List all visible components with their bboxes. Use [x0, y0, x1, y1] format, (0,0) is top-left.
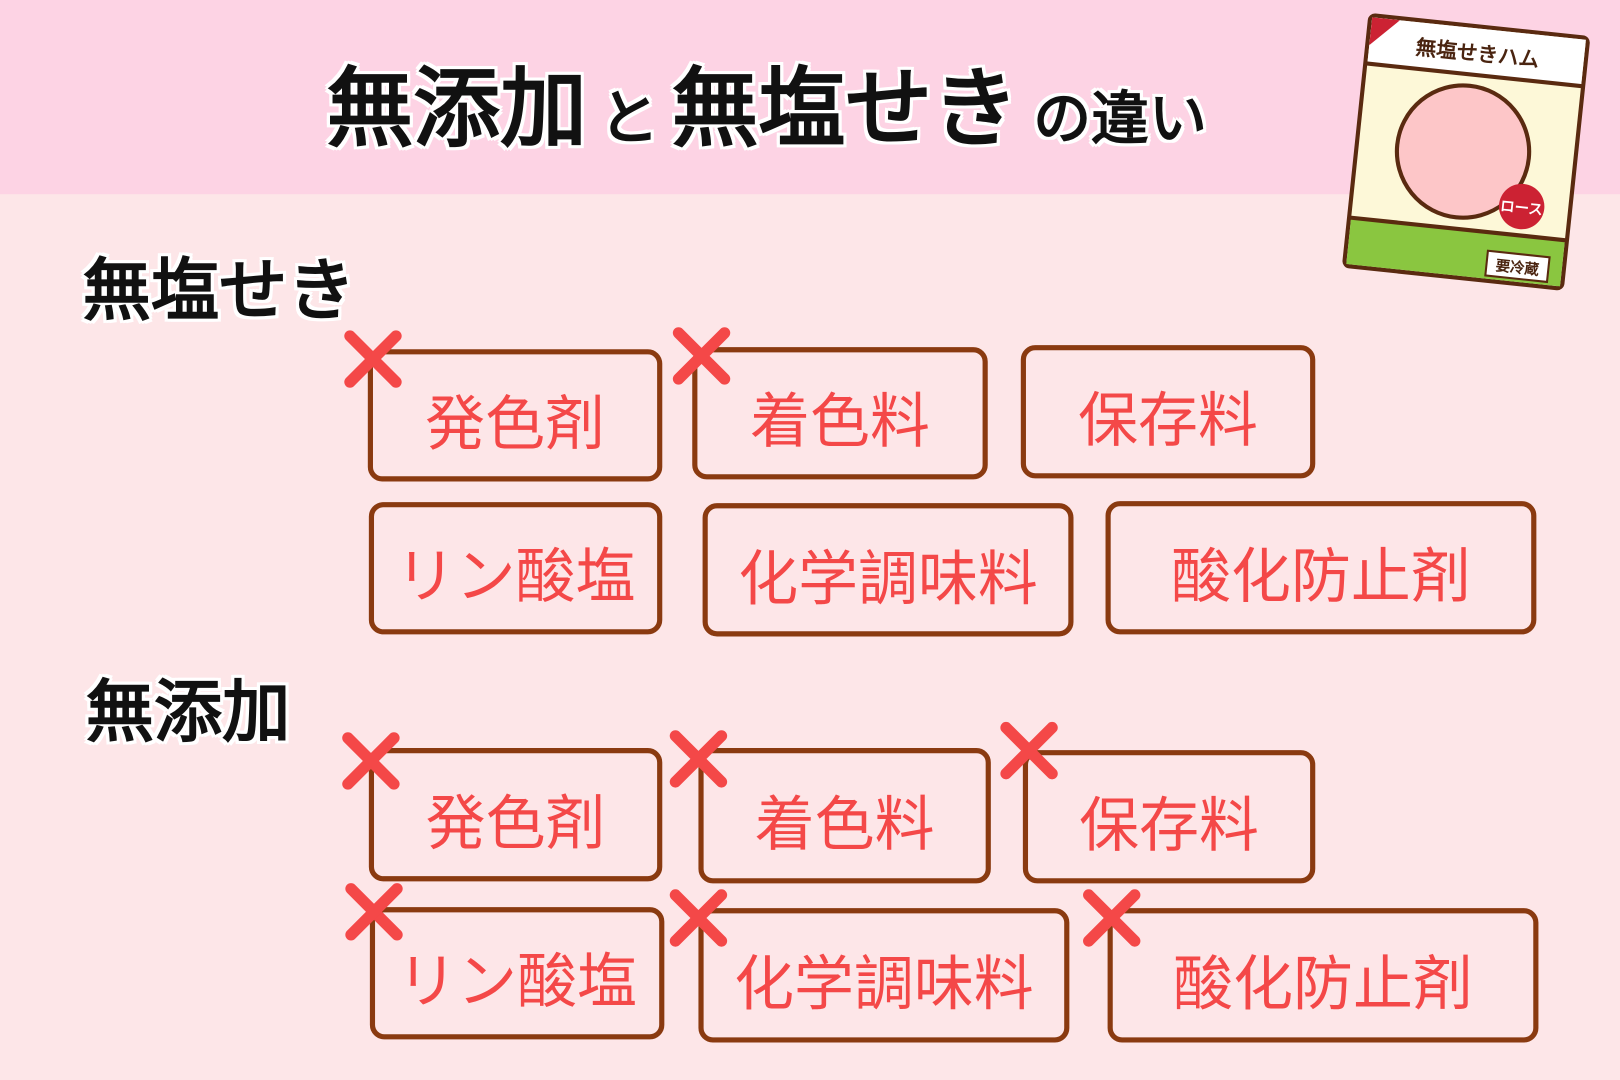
package-note: 要冷蔵	[1495, 256, 1541, 278]
item-box: 化学調味料	[698, 908, 1070, 1043]
item-box: 着色料	[692, 347, 988, 480]
ham-package-illustration: 無塩せきハム ロース 要冷蔵	[1342, 13, 1590, 291]
title-connector: と	[599, 82, 660, 153]
title-part2: 無塩せき	[671, 57, 1019, 160]
section-heading-mutenka: 無添加	[85, 672, 291, 753]
item-box: 化学調味料	[702, 503, 1074, 637]
cross-icon	[666, 726, 730, 790]
header-band	[0, 0, 1620, 195]
cross-icon	[339, 728, 403, 792]
item-box: 保存料	[1022, 750, 1316, 884]
section-heading-mu-enseki: 無塩せき	[82, 251, 356, 331]
item-box: 保存料	[1020, 345, 1316, 479]
package-badge-text: ロース	[1499, 199, 1543, 219]
item-box: 発色剤	[367, 349, 663, 482]
title-part1: 無添加	[326, 57, 587, 160]
page-title: 無添加と無塩せきの違い	[326, 39, 1206, 164]
package-note-box	[1484, 249, 1551, 284]
item-box: 着色料	[698, 748, 991, 884]
item-box: リン酸塩	[369, 907, 665, 1040]
package-badge	[1498, 183, 1545, 230]
item-box: リン酸塩	[368, 502, 663, 635]
cross-icon	[342, 879, 406, 943]
item-box: 酸化防止剤	[1107, 908, 1539, 1043]
cross-icon	[670, 323, 734, 387]
title-suffix: の違い	[1033, 85, 1207, 153]
cross-icon	[341, 326, 405, 390]
cross-icon	[1080, 885, 1144, 949]
cross-icon	[666, 885, 730, 949]
item-box: 酸化防止剤	[1105, 501, 1537, 635]
package-corner	[1369, 17, 1400, 46]
item-box: 発色剤	[368, 748, 663, 882]
cross-icon	[997, 718, 1061, 782]
ham-slice	[1394, 83, 1532, 220]
